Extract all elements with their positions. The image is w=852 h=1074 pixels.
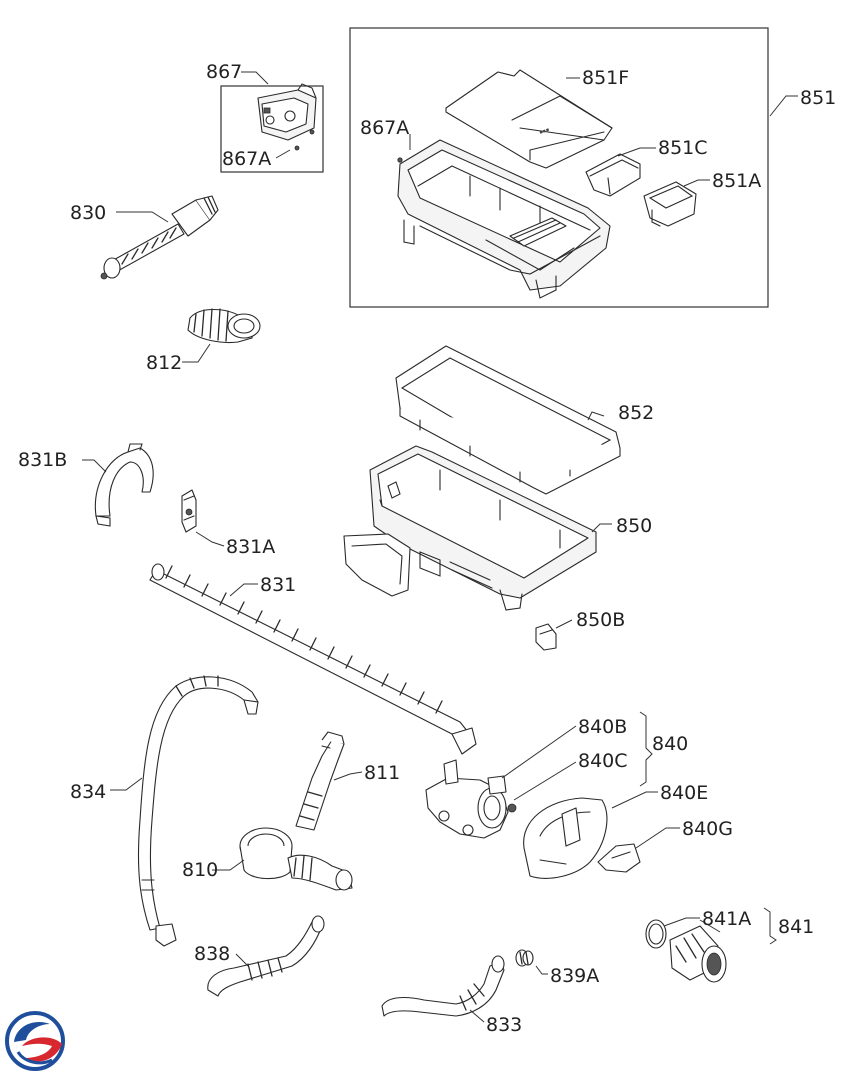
label-831: 831 bbox=[260, 574, 296, 596]
part-850B-clip bbox=[535, 623, 557, 651]
part-810-sump bbox=[239, 827, 353, 891]
part-850-housing bbox=[343, 445, 597, 611]
label-841A: 841A bbox=[702, 908, 751, 930]
label-840C: 840C bbox=[578, 750, 628, 772]
part-811-hose bbox=[295, 731, 345, 831]
svg-text:▪▪▪: ▪▪▪ bbox=[539, 127, 551, 136]
label-839A: 839A bbox=[550, 965, 599, 987]
label-850B: 850B bbox=[576, 609, 625, 631]
part-852-cover bbox=[395, 345, 621, 495]
part-831-drain-hose bbox=[149, 563, 477, 755]
label-840E: 840E bbox=[660, 782, 708, 804]
label-833: 833 bbox=[486, 1014, 522, 1036]
label-830: 830 bbox=[70, 202, 106, 224]
label-867A-box: 867A bbox=[222, 148, 271, 170]
label-831B: 831B bbox=[18, 449, 67, 471]
part-812-bellows bbox=[187, 308, 261, 344]
label-867A-top: 867A bbox=[360, 117, 409, 139]
label-810: 810 bbox=[182, 859, 218, 881]
label-831A: 831A bbox=[226, 536, 275, 558]
part-841-filter bbox=[645, 919, 727, 983]
label-840G: 840G bbox=[682, 818, 733, 840]
label-852: 852 bbox=[618, 402, 654, 424]
label-811: 811 bbox=[364, 762, 400, 784]
part-830-inlet-hose bbox=[100, 195, 219, 280]
label-851F: 851F bbox=[582, 67, 629, 89]
label-841: 841 bbox=[778, 916, 814, 938]
part-839A-fitting bbox=[515, 949, 534, 967]
label-851A: 851A bbox=[712, 170, 761, 192]
part-833-hose bbox=[381, 955, 505, 1017]
part-851-dispenser-drawer: ▪▪▪ bbox=[349, 27, 769, 308]
label-851C: 851C bbox=[658, 137, 708, 159]
part-840G-flap bbox=[597, 843, 641, 873]
label-812: 812 bbox=[146, 352, 182, 374]
label-834: 834 bbox=[70, 781, 106, 803]
label-851: 851 bbox=[800, 87, 836, 109]
part-840-pump bbox=[425, 759, 517, 839]
part-867-valve bbox=[220, 83, 324, 173]
label-850: 850 bbox=[616, 515, 652, 537]
brand-swirl-logo-icon bbox=[5, 1011, 65, 1071]
label-838: 838 bbox=[194, 943, 230, 965]
part-831B-hose-guide bbox=[94, 443, 154, 527]
label-840: 840 bbox=[652, 733, 688, 755]
label-867: 867 bbox=[206, 61, 242, 83]
part-834-hose bbox=[137, 675, 259, 947]
part-831A-bracket bbox=[181, 489, 197, 533]
part-838-hose bbox=[207, 915, 325, 997]
part-840E-cover bbox=[523, 797, 608, 879]
label-840B: 840B bbox=[578, 716, 627, 738]
